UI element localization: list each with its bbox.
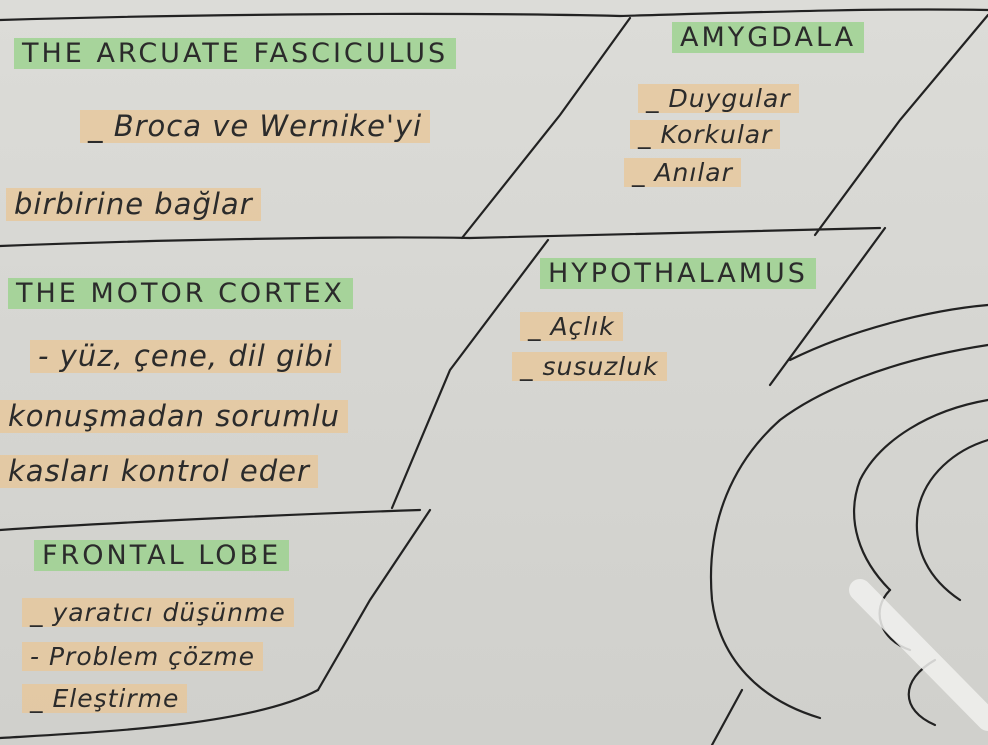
hypothalamus-item: _ Açlık	[520, 312, 623, 341]
motor-line-1: - yüz, çene, dil gibi	[30, 340, 341, 373]
arcuate-title: THE ARCUATE FASCICULUS	[14, 38, 456, 69]
frontal-item: _ yaratıcı düşünme	[22, 598, 294, 627]
frontal-right-divider	[318, 510, 430, 690]
top-border-line	[0, 9, 988, 20]
arcuate-line-2: birbirine bağlar	[6, 188, 261, 221]
arcuate-line-1: _ Broca ve Wernike'yi	[80, 110, 430, 143]
hypothalamus-item: _ susuzluk	[512, 352, 667, 381]
frontal-lobe-title: FRONTAL LOBE	[34, 540, 289, 571]
amygdala-title: AMYGDALA	[672, 22, 864, 53]
brain-outline	[711, 345, 988, 718]
frontal-item: _ Eleştirme	[22, 684, 187, 713]
frontal-item: - Problem çözme	[22, 642, 263, 671]
amygdala-item: _ Anılar	[624, 158, 741, 187]
middle-divider	[0, 228, 880, 246]
amygdala-item: _ Duygular	[638, 84, 799, 113]
brain-outline-top	[790, 305, 988, 360]
brain-fold-1	[854, 400, 988, 590]
hypothalamus-right-edge	[770, 228, 885, 385]
motor-bottom-line	[0, 510, 420, 530]
brain-fold-2	[917, 440, 988, 600]
eraser-mark	[860, 590, 988, 720]
hypothalamus-title: HYPOTHALAMUS	[540, 258, 816, 289]
motor-line-3: kasları kontrol eder	[0, 455, 318, 488]
motor-cortex-title: THE MOTOR CORTEX	[8, 278, 353, 309]
motor-line-2: konuşmadan sorumlu	[0, 400, 348, 433]
amygdala-item: _ Korkular	[630, 120, 780, 149]
arcuate-right-divider	[462, 18, 630, 238]
bottom-tick	[712, 690, 742, 745]
